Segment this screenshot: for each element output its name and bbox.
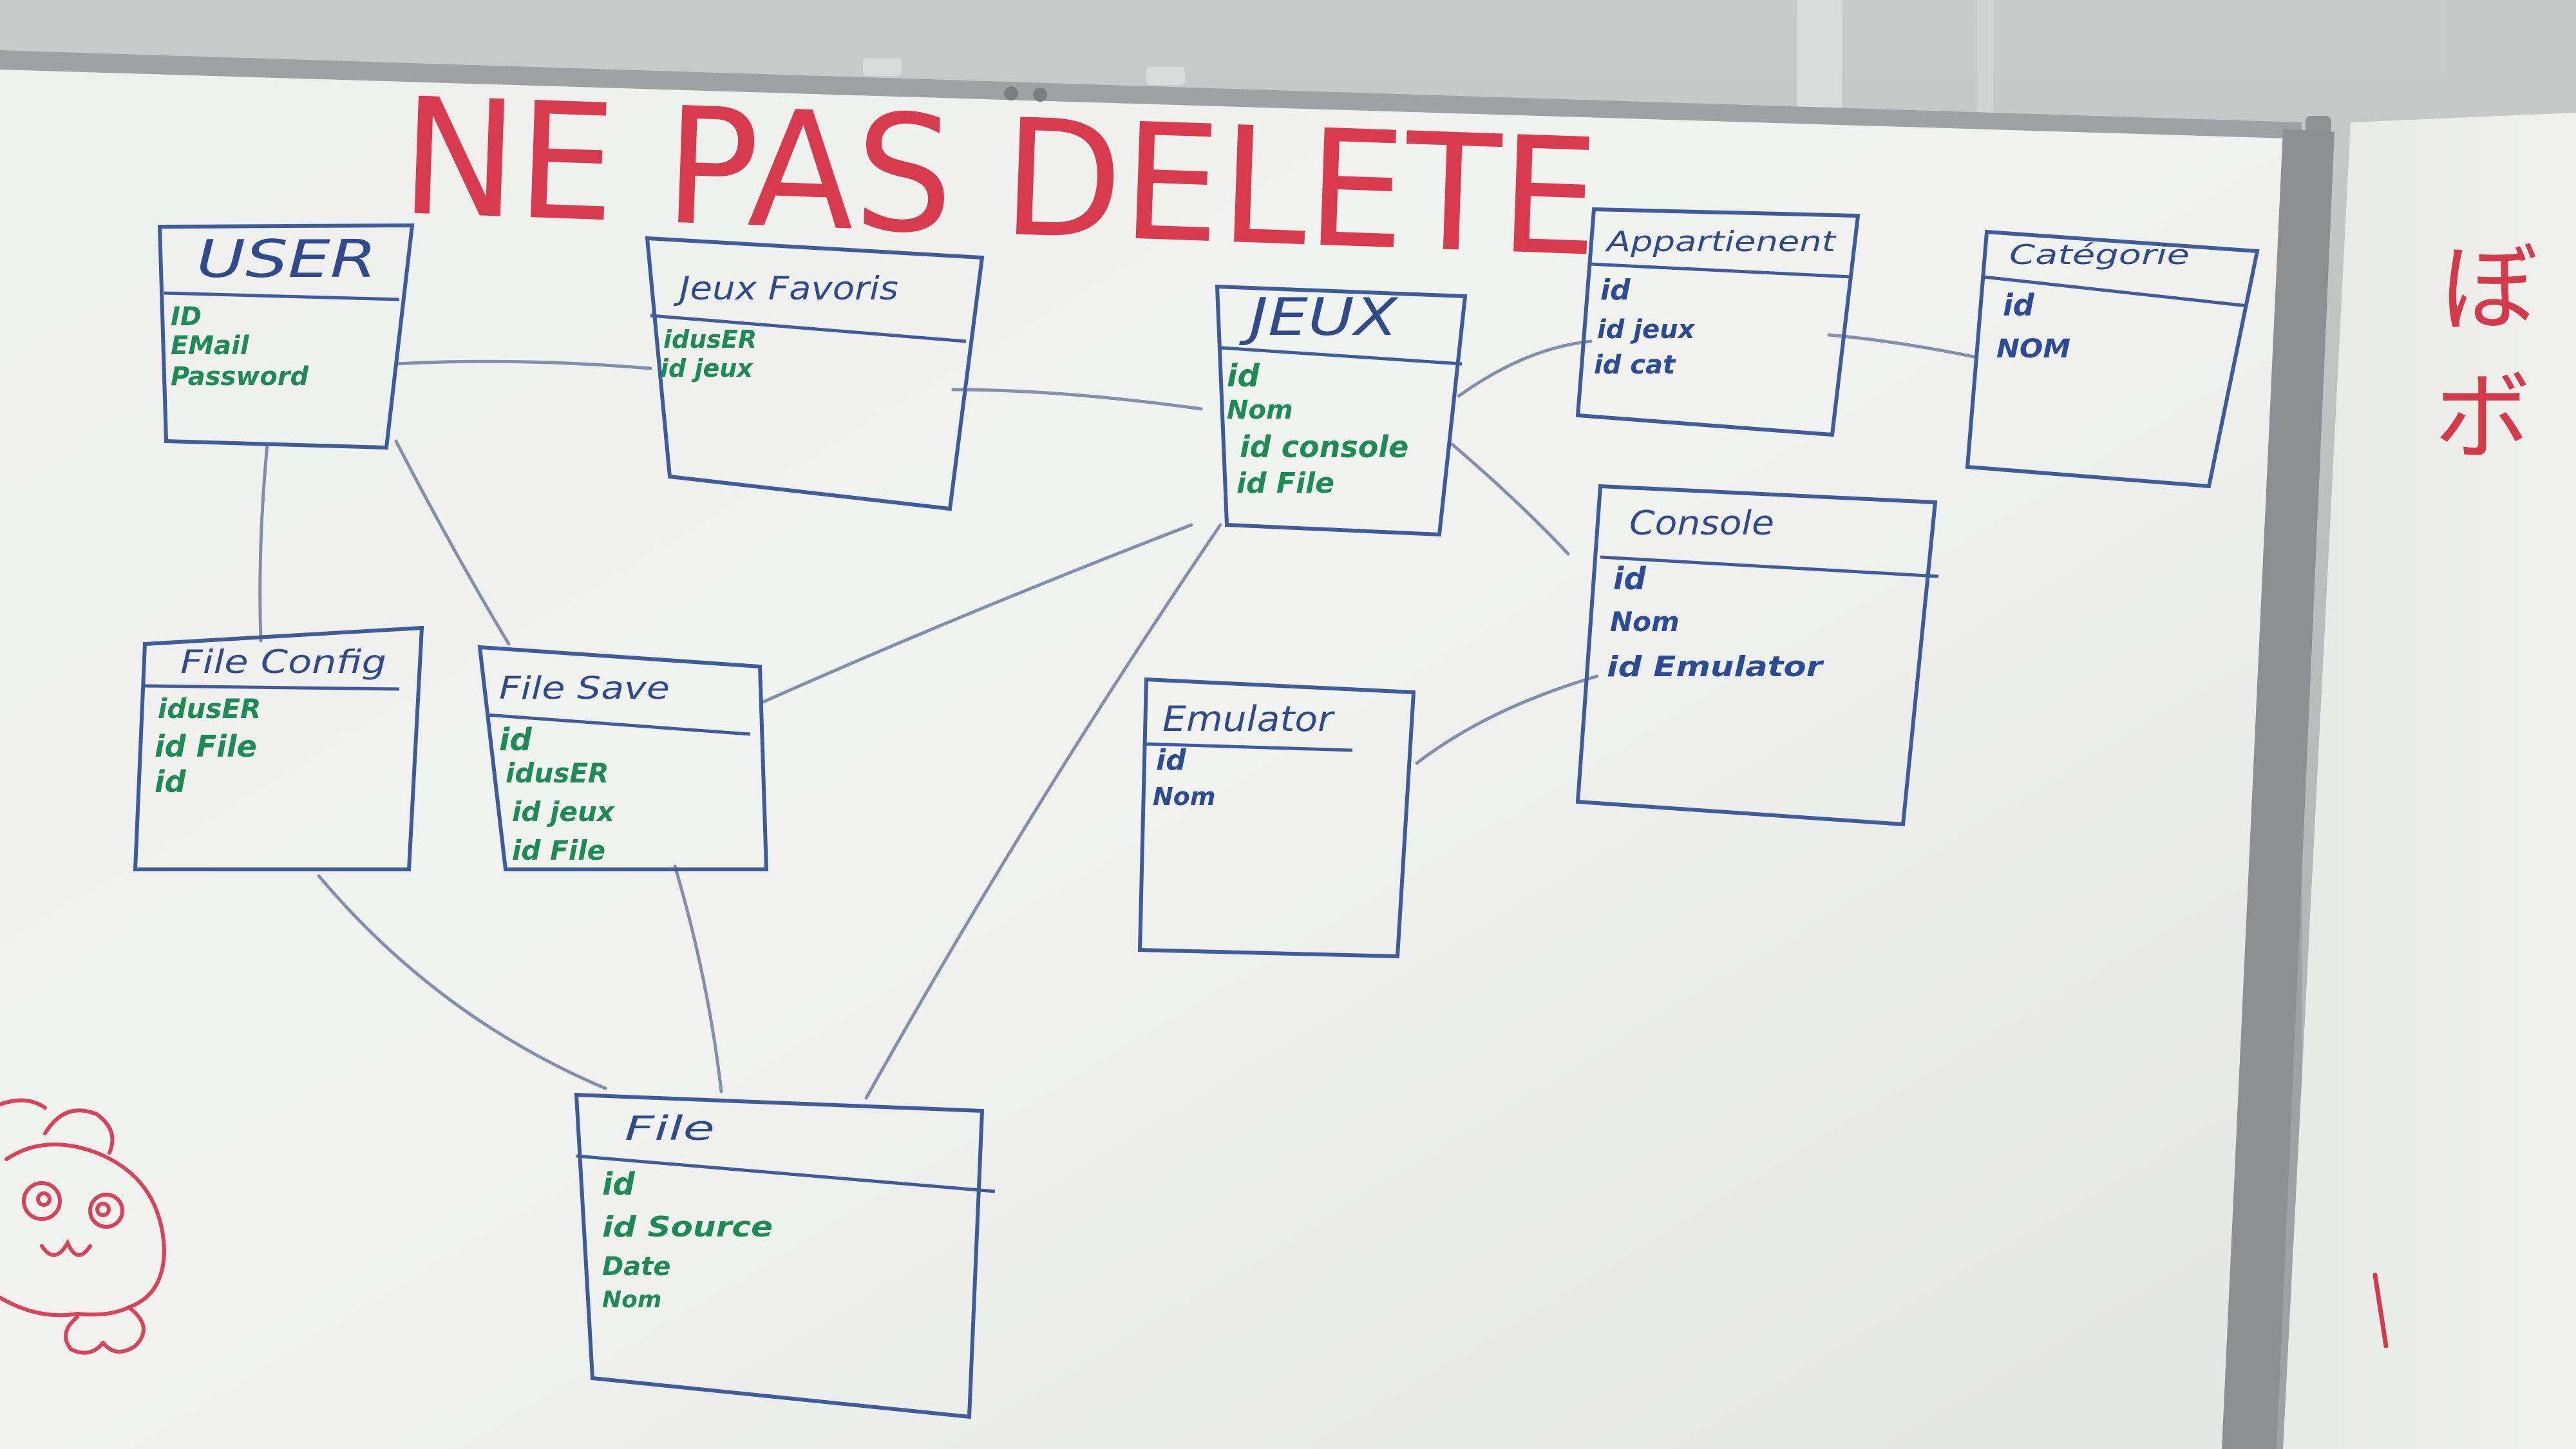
table-box: [574, 1092, 985, 1419]
table-title: Appartienent: [1604, 225, 1837, 258]
table-field: Password: [171, 362, 309, 392]
table-field: id Emulator: [1607, 650, 1824, 683]
table-box: [477, 645, 769, 871]
side-board-text-2: ボ: [2434, 362, 2531, 474]
table-title: Emulator: [1162, 699, 1335, 739]
table-title: File Config: [180, 643, 386, 681]
table-divider: [164, 291, 400, 301]
relation-filesave-file: [673, 864, 723, 1094]
board-right-post: [2222, 129, 2334, 1449]
relation-jeux-file: [864, 523, 1222, 1100]
doodle-face-sketch: [0, 1098, 167, 1355]
relation-console-emulator: [1415, 674, 1599, 765]
relation-jeux-filesave: [761, 523, 1193, 704]
wall-panel-seam-2: [1977, 0, 1993, 129]
table-field: id: [2003, 288, 2035, 323]
table-title: File: [625, 1110, 715, 1148]
table-box: [1575, 484, 1938, 827]
table-field: Date: [602, 1252, 670, 1282]
table-field: Nom: [602, 1287, 661, 1313]
relation-appartenance-categorie: [1827, 333, 1979, 359]
table-box: [1215, 284, 1468, 537]
table-divider: [576, 1154, 996, 1193]
relation-fileconfig-file: [317, 874, 607, 1090]
table-field: id: [1600, 274, 1631, 307]
table-divider: [1600, 555, 1939, 578]
relation-lines: [258, 333, 1979, 1100]
board-clip-2: [1146, 67, 1185, 85]
table-box: [1965, 229, 2260, 489]
table-field: id jeux: [1597, 315, 1696, 345]
relation-jeux-console: [1450, 442, 1570, 556]
table-field: Nom: [1227, 395, 1293, 425]
table-field: id cat: [1594, 350, 1676, 380]
table-file: File id id Source Date Nom: [574, 1092, 996, 1419]
relation-user-filesave: [394, 439, 511, 646]
table-console: Console id Nom id Emulator: [1575, 484, 1939, 827]
table-field: idusER: [506, 757, 609, 789]
table-title: Jeux Favoris: [673, 270, 898, 307]
table-divider: [486, 713, 751, 736]
relation-user-fileconfig: [258, 442, 269, 643]
table-divider: [144, 684, 400, 691]
board-clip-1: [863, 58, 902, 76]
board-magnet-2: [1033, 88, 1047, 102]
table-box: [645, 236, 985, 511]
table-field: NOM: [1996, 334, 2070, 364]
side-whiteboard: [2283, 113, 2576, 1449]
table-box: [157, 223, 415, 450]
table-field: id console: [1240, 430, 1408, 464]
table-title: Catégorie: [2009, 239, 2190, 270]
table-field: id jeux: [512, 796, 616, 828]
table-box: [1137, 677, 1416, 959]
table-field: Nom: [1153, 782, 1216, 811]
table-divider: [1220, 346, 1463, 366]
table-title: Console: [1629, 504, 1774, 543]
relation-user-jeuxfavoris: [394, 359, 652, 370]
table-field: id: [155, 764, 187, 799]
table-field: id Source: [602, 1211, 773, 1244]
table-field: id: [499, 722, 532, 758]
table-emulator: Emulator id Nom: [1137, 677, 1416, 959]
table-file-config: File Config idusER id File id: [133, 625, 424, 871]
table-field: id: [1156, 744, 1186, 777]
table-field: id File: [1236, 467, 1334, 500]
table-divider: [1142, 742, 1353, 752]
table-divider: [1590, 262, 1852, 279]
table-title: File Save: [499, 670, 670, 706]
table-field: idusER: [663, 325, 757, 354]
table-field: id: [1613, 561, 1646, 597]
table-jeux-favoris: Jeux Favoris idusER id jeux: [645, 236, 985, 511]
table-field: id: [1227, 358, 1260, 394]
wall-corner: [2447, 0, 2576, 129]
table-title: JEUX: [1238, 287, 1399, 347]
table-user: USER ID EMail Password: [157, 223, 415, 450]
table-divider: [650, 314, 967, 343]
table-field: id: [602, 1166, 635, 1202]
table-field: EMail: [171, 331, 250, 361]
board-magnet-1: [1004, 86, 1018, 100]
side-board-mark: [2372, 1273, 2389, 1349]
table-file-save: File Save id idusER id jeux id File: [477, 645, 769, 871]
table-title: USER: [196, 229, 377, 289]
table-categorie: Catégorie id NOM: [1965, 229, 2260, 489]
table-field: id File: [512, 835, 605, 866]
relation-jeuxfavoris-jeux: [951, 388, 1203, 411]
table-divider: [1983, 275, 2248, 308]
table-field: Nom: [1610, 606, 1680, 638]
table-field: ID: [171, 302, 202, 332]
board-heading: NE PAS DELETE: [398, 63, 1602, 292]
table-box: [133, 625, 424, 871]
table-field: id jeux: [660, 354, 753, 383]
table-field: id File: [155, 729, 257, 764]
table-box: [1575, 207, 1861, 437]
table-jeux: JEUX id Nom id console id File: [1215, 284, 1468, 537]
table-appartenance: Appartienent id id jeux id cat: [1575, 207, 1861, 437]
relation-jeux-appartenance: [1457, 339, 1593, 398]
table-field: idusER: [158, 693, 261, 724]
side-board-text-1: ぼ: [2441, 233, 2537, 345]
